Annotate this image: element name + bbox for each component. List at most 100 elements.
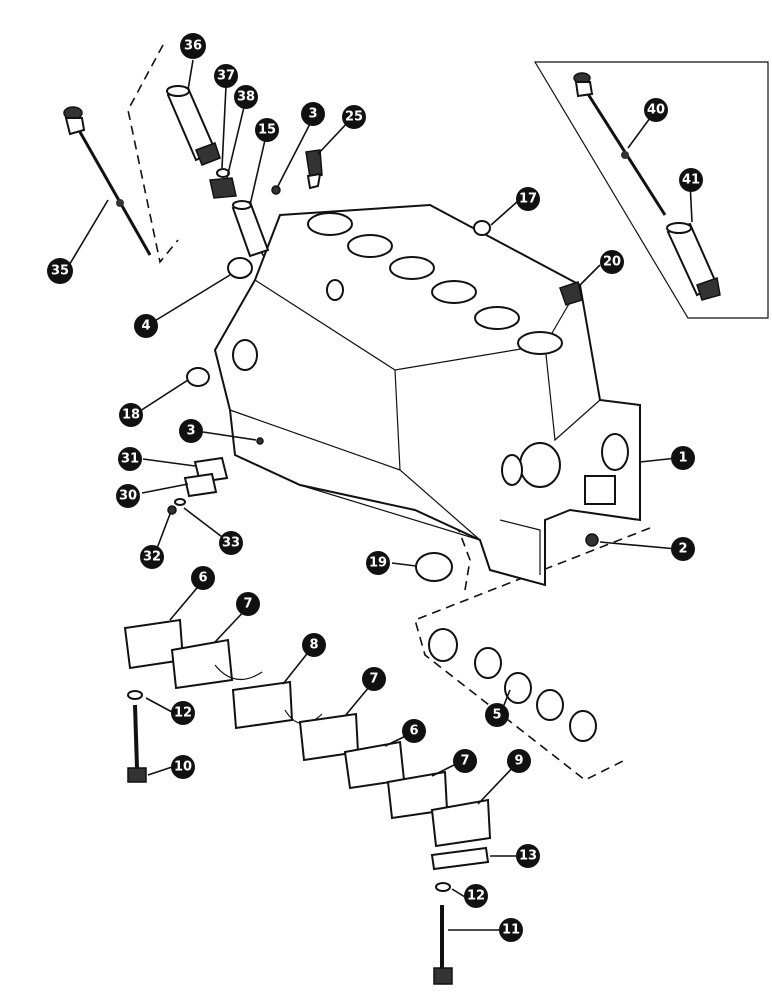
thrust-washer-a: [214, 664, 263, 681]
main-bolt-10: [127, 704, 147, 783]
svg-text:36: 36: [184, 39, 202, 54]
callout-31: 31: [118, 447, 142, 471]
callout-19: 19: [366, 551, 390, 575]
screw-32: [167, 505, 177, 515]
svg-text:4: 4: [141, 319, 150, 334]
callout-7-c: 7: [453, 749, 477, 773]
callouts: 36 37 38 15 3 25 35 4 17 20 40 41 18 3 3…: [47, 33, 703, 942]
callout-8: 8: [302, 633, 326, 657]
svg-text:6: 6: [409, 724, 418, 739]
washer-12b: [435, 882, 451, 892]
cylinder-block: [213, 203, 641, 587]
fitting-20: [559, 281, 583, 306]
lock-strap-13: [430, 846, 490, 871]
callout-40: 40: [644, 98, 668, 122]
svg-text:3: 3: [308, 107, 317, 122]
expansion-plug-19: [415, 552, 453, 582]
drain-plug: [585, 533, 599, 547]
svg-text:10: 10: [174, 760, 192, 775]
callout-6-b: 6: [402, 719, 426, 743]
svg-text:15: 15: [258, 123, 276, 138]
callout-3-lower: 3: [179, 419, 203, 443]
callout-37: 37: [214, 64, 238, 88]
svg-text:8: 8: [309, 638, 318, 653]
plug-small-top: [271, 185, 281, 195]
plug-route-dashed: [454, 519, 471, 591]
tube-clamp: [209, 177, 237, 199]
dipstick: [63, 106, 152, 256]
callout-4: 4: [134, 314, 158, 338]
svg-text:1: 1: [678, 451, 687, 466]
callout-33: 33: [219, 531, 243, 555]
svg-text:18: 18: [122, 408, 140, 423]
svg-text:12: 12: [467, 889, 485, 904]
washer-33: [174, 498, 186, 506]
svg-text:32: 32: [143, 550, 161, 565]
expansion-plug-18: [186, 367, 210, 387]
svg-text:19: 19: [369, 556, 387, 571]
svg-text:7: 7: [243, 597, 252, 612]
callout-10: 10: [171, 755, 195, 779]
callout-7-a: 7: [236, 592, 260, 616]
plug-17: [473, 220, 491, 236]
callout-12-b: 12: [464, 884, 488, 908]
svg-text:40: 40: [647, 103, 665, 118]
svg-text:17: 17: [519, 192, 537, 207]
svg-text:7: 7: [460, 754, 469, 769]
inset-dipstick: [573, 72, 667, 216]
tube-sleeve: [231, 200, 270, 258]
callout-17: 17: [516, 187, 540, 211]
inset-frame: [533, 61, 769, 319]
callout-7-b: 7: [362, 667, 386, 691]
svg-text:9: 9: [514, 754, 523, 769]
svg-text:13: 13: [519, 849, 537, 864]
callout-13: 13: [516, 844, 540, 868]
gasket: [183, 472, 218, 498]
svg-text:7: 7: [369, 672, 378, 687]
svg-text:5: 5: [492, 708, 501, 723]
svg-text:33: 33: [222, 536, 240, 551]
svg-text:6: 6: [198, 571, 207, 586]
callout-6-a: 6: [191, 566, 215, 590]
callout-18: 18: [119, 403, 143, 427]
callout-30: 30: [116, 484, 140, 508]
callout-12-a: 12: [171, 701, 195, 725]
svg-text:41: 41: [682, 173, 700, 188]
callout-15: 15: [255, 118, 279, 142]
svg-text:31: 31: [121, 452, 139, 467]
dipstick-tube: [166, 85, 221, 166]
callout-9: 9: [507, 749, 531, 773]
washer-12a: [127, 690, 143, 700]
callout-25: 25: [342, 105, 366, 129]
svg-text:12: 12: [174, 706, 192, 721]
bearing-cap-9: [430, 798, 492, 848]
sender-unit: [305, 149, 323, 190]
svg-text:20: 20: [603, 255, 621, 270]
bearing-cap-8: [231, 680, 294, 730]
plug-small-lower: [256, 437, 264, 445]
callout-36: 36: [180, 33, 206, 59]
inset-tube: [666, 222, 721, 301]
cam-bushings: [428, 628, 597, 742]
svg-text:25: 25: [345, 110, 363, 125]
svg-text:2: 2: [678, 542, 687, 557]
callout-35: 35: [47, 258, 73, 284]
callout-41: 41: [679, 168, 703, 192]
bearing-group-outline: [414, 527, 651, 781]
callout-20: 20: [600, 250, 624, 274]
expansion-plug-large: [227, 257, 253, 279]
callout-38: 38: [234, 85, 258, 109]
bearing-cap-7a: [170, 638, 234, 690]
callout-2: 2: [671, 537, 695, 561]
svg-text:30: 30: [119, 489, 137, 504]
callout-32: 32: [140, 545, 164, 569]
svg-text:11: 11: [502, 923, 520, 938]
dipstick-tube-group-outline: [127, 44, 179, 264]
callout-1: 1: [671, 446, 695, 470]
svg-text:37: 37: [217, 69, 235, 84]
main-bolt-11: [433, 905, 453, 985]
callout-11: 11: [499, 918, 523, 942]
callout-5: 5: [485, 703, 509, 727]
